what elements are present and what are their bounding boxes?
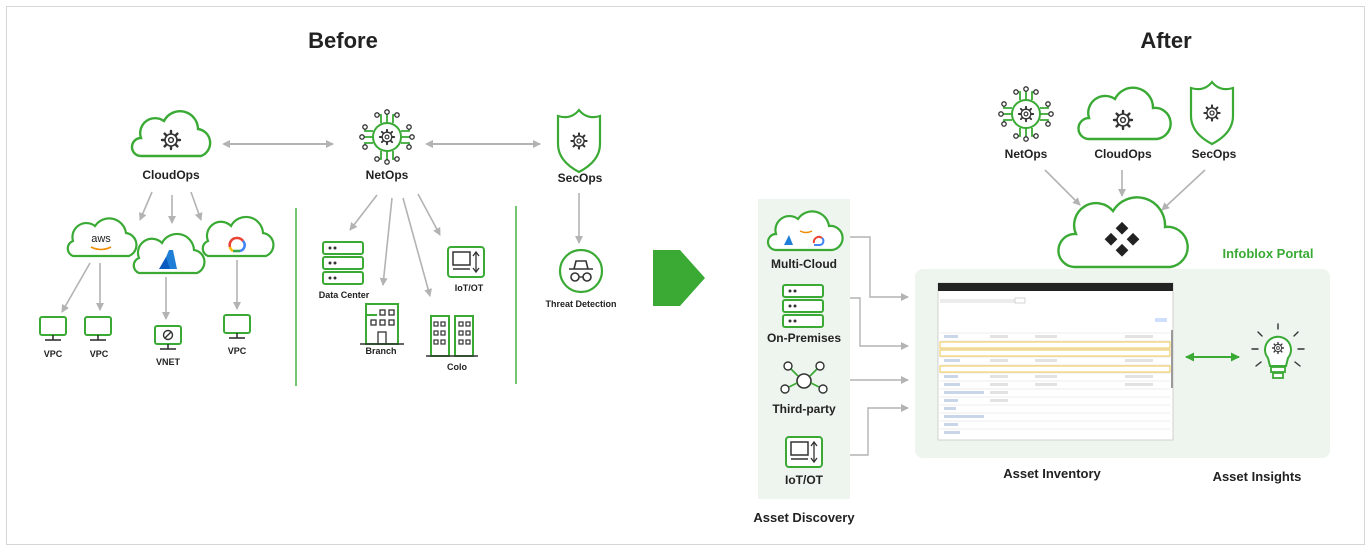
after-secops-label: SecOps — [1191, 147, 1237, 161]
vpc1-icon — [39, 316, 67, 341]
after-cloudops-icon — [1077, 86, 1172, 141]
gcp-cloud-icon — [201, 215, 275, 258]
third-party-network-icon — [780, 361, 828, 394]
after-secops-shield-icon — [1191, 82, 1233, 144]
arrow-netops-infoblox — [1044, 169, 1081, 206]
infoblox-cloud-icon — [1057, 196, 1189, 269]
vpc1-label: VPC — [43, 349, 63, 359]
colo-label: Colo — [447, 362, 467, 372]
threat-detection-icon — [558, 248, 604, 294]
colo-buildings-icon — [426, 315, 478, 357]
arrow-cloudops-gcp — [190, 191, 203, 221]
arrow-netops-branch — [379, 197, 393, 286]
transition-arrow-icon — [653, 250, 705, 306]
vnet-label: VNET — [155, 357, 180, 367]
arrow-netops-datacenter — [349, 194, 378, 231]
after-iot-device-icon — [785, 436, 823, 468]
infoblox-portal-label: Infoblox Portal — [1222, 246, 1314, 261]
outer-border — [6, 6, 1365, 545]
secops-label: SecOps — [557, 171, 603, 185]
datacenter-server-icon — [322, 241, 364, 285]
multicloud-icon — [766, 210, 844, 252]
netops-icon — [360, 110, 414, 164]
cloudops-label: CloudOps — [142, 168, 200, 182]
discovery-item-thirdparty: Third-party — [772, 402, 836, 416]
vpc3-label: VPC — [227, 346, 247, 356]
after-netops-label: NetOps — [1004, 147, 1048, 161]
arrow-netops-colo — [402, 197, 432, 297]
branch-label: Branch — [365, 346, 397, 356]
vpc2-label: VPC — [89, 349, 109, 359]
lightbulb-icon — [1251, 323, 1305, 379]
after-netops-icon — [999, 87, 1053, 141]
iot-label: IoT/OT — [454, 283, 484, 293]
azure-cloud-icon — [132, 232, 206, 275]
discovery-item-iot: IoT/OT — [785, 473, 823, 487]
cloudops-icon — [130, 110, 212, 158]
arrow-cloudops-aws — [139, 191, 153, 221]
arrow-aws-vpc1 — [61, 262, 91, 313]
arrow-netops-iot — [417, 193, 441, 236]
branch-building-icon — [360, 303, 404, 345]
discovery-item-onpremises: On-Premises — [766, 331, 842, 345]
before-title: Before — [308, 28, 378, 53]
asset-insights-label: Asset Insights — [1212, 469, 1302, 484]
arrow-iot-portal — [850, 404, 909, 456]
secops-shield-icon — [558, 110, 600, 172]
discovery-item-multicloud: Multi-Cloud — [771, 257, 837, 271]
aws-logo-text: aws — [91, 233, 111, 245]
datacenter-label: Data Center — [318, 290, 370, 300]
threat-detection-label: Threat Detection — [545, 299, 617, 309]
after-cloudops-label: CloudOps — [1094, 147, 1152, 161]
arrow-onprem-portal — [850, 297, 909, 350]
vnet-icon — [154, 325, 182, 350]
aws-cloud-icon — [66, 217, 138, 258]
vpc3-icon — [223, 314, 251, 339]
asset-discovery-label: Asset Discovery — [753, 510, 855, 525]
iot-device-icon — [447, 246, 485, 278]
on-premises-server-icon — [782, 284, 824, 328]
asset-inventory-screenshot — [937, 282, 1174, 441]
asset-inventory-label: Asset Inventory — [1003, 466, 1101, 481]
arrow-secops-infoblox — [1161, 169, 1206, 211]
vpc2-icon — [84, 316, 112, 341]
arrow-multicloud-portal — [850, 236, 909, 301]
netops-label: NetOps — [365, 168, 409, 182]
after-title: After — [1140, 28, 1192, 53]
